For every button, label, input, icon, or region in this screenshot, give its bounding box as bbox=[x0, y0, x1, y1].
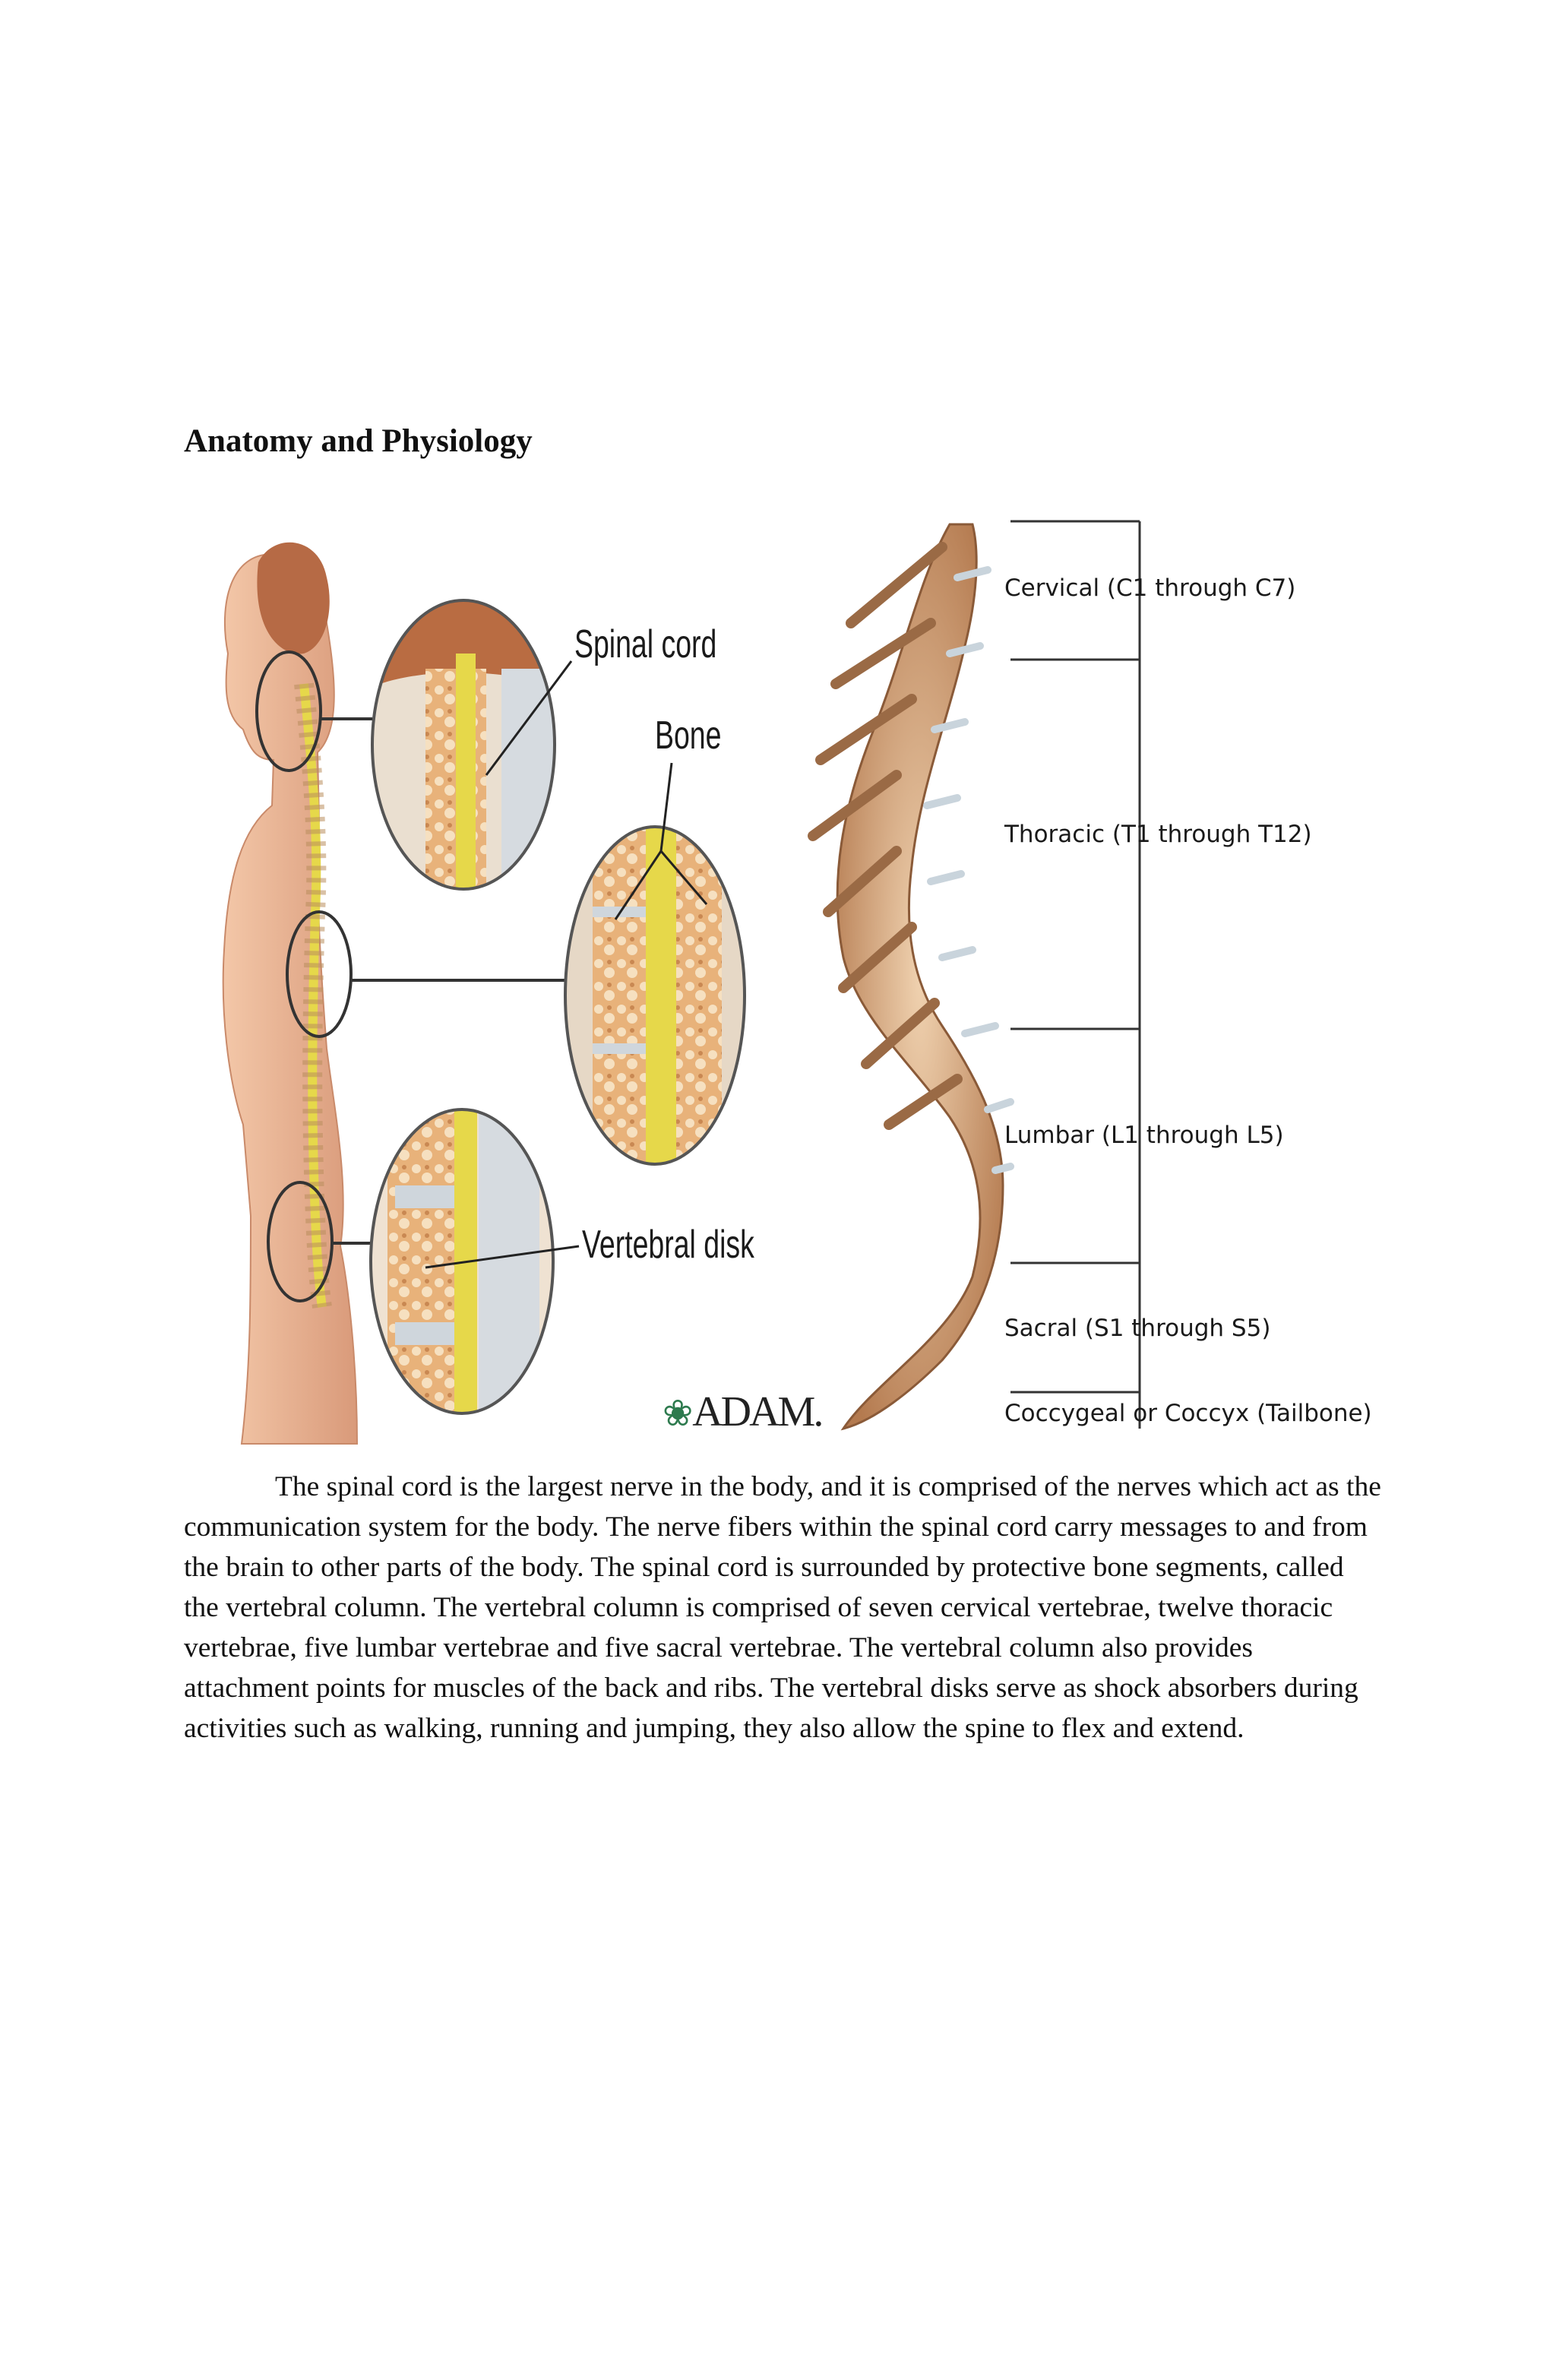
body-paragraph: The spinal cord is the largest nerve in … bbox=[184, 1471, 1381, 1744]
callout-bone: Bone bbox=[655, 714, 722, 758]
region-label-cervical: Cervical (C1 through C7) bbox=[1004, 574, 1296, 602]
region-label-lumbar: Lumbar (L1 through L5) bbox=[1004, 1122, 1284, 1149]
region-bracket-lines bbox=[1010, 520, 1141, 1429]
human-figure-illustration bbox=[222, 542, 565, 1445]
callout-vertebral-disk: Vertebral disk bbox=[582, 1223, 754, 1267]
spinal-cord-detail-circle bbox=[371, 599, 573, 891]
leaf-icon: ❀ bbox=[663, 1394, 693, 1434]
page-title: Anatomy and Physiology bbox=[184, 423, 533, 459]
adam-logo: ❀ADAM. bbox=[663, 1388, 824, 1436]
region-label-sacral: Sacral (S1 through S5) bbox=[1004, 1315, 1271, 1342]
callout-spinal-cord: Spinal cord bbox=[574, 622, 717, 666]
vertebral-disk-detail-circle bbox=[369, 1108, 580, 1415]
vertebral-column-illustration bbox=[808, 523, 1014, 1431]
region-label-thoracic: Thoracic (T1 through T12) bbox=[1004, 821, 1312, 848]
region-label-coccygeal: Coccygeal or Coccyx (Tailbone) bbox=[1004, 1400, 1372, 1427]
bone-detail-circle bbox=[564, 762, 746, 1166]
logo-text: ADAM. bbox=[692, 1388, 824, 1435]
